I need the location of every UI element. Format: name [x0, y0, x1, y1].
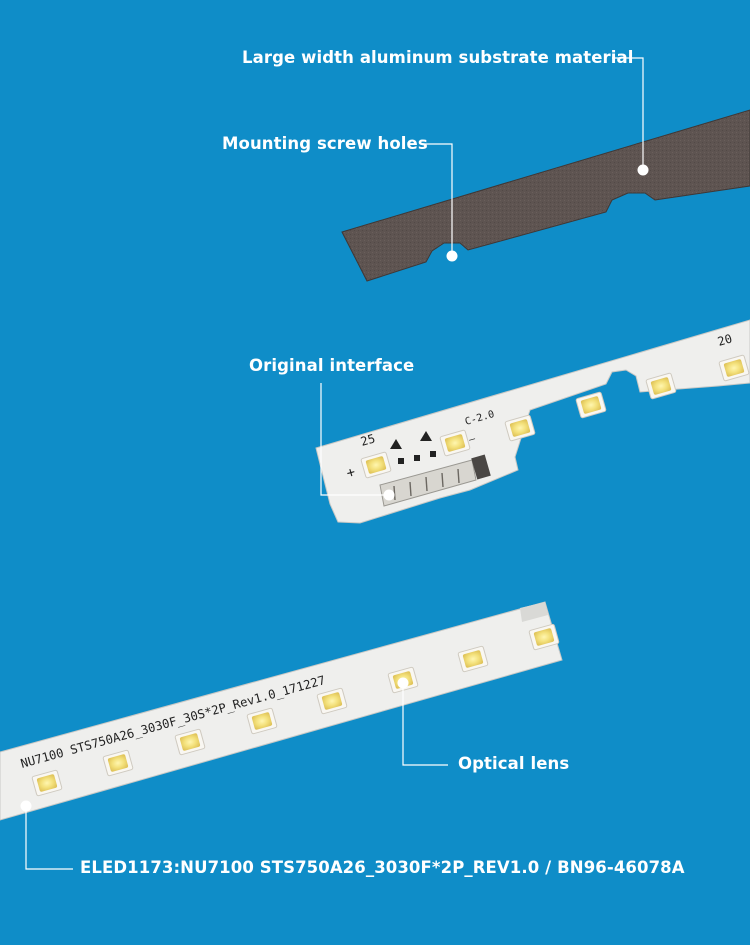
leader-line-lens	[402, 683, 448, 766]
pcb-label-25: 25	[359, 431, 377, 448]
marker-dot-screw-holes	[446, 250, 458, 262]
marker-dot-substrate	[637, 164, 649, 176]
callout-model: ELED1173:NU7100 STS750A26_3030F*2P_REV1.…	[80, 858, 685, 877]
leader-lines	[25, 57, 644, 870]
leader-line-interface	[320, 383, 388, 496]
leader-line-substrate	[612, 57, 644, 168]
marker-dot-lens	[397, 677, 409, 689]
pcb-label-20: 20	[716, 331, 734, 348]
led-strip-middle: 25 20 C-2.0 + —	[315, 319, 750, 524]
led-chips-middle	[360, 354, 750, 479]
leader-line-model	[25, 806, 73, 870]
connector	[379, 454, 491, 507]
callout-lens: Optical lens	[458, 754, 570, 773]
callout-substrate: Large width aluminum substrate material	[242, 48, 634, 67]
pcb-minus-sign: —	[468, 433, 478, 446]
marker-dots	[20, 164, 649, 812]
marker-dot-interface	[383, 489, 395, 501]
callout-screw-holes: Mounting screw holes	[222, 134, 428, 153]
aluminum-substrate	[341, 109, 750, 282]
callout-interface: Original interface	[249, 356, 415, 375]
polarity-marks	[390, 431, 436, 464]
led-strip-bottom: NU7100 STS750A26_3030F_30S*2P_Rev1.0_171…	[0, 601, 563, 821]
leader-line-screw-holes	[421, 143, 453, 254]
marker-dot-model	[20, 800, 32, 812]
